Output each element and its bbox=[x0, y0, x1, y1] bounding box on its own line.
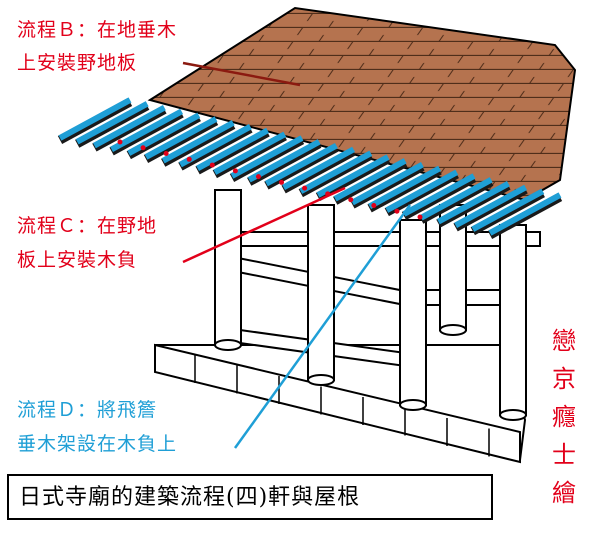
pillar-base bbox=[399, 399, 427, 411]
stone-base bbox=[154, 343, 527, 464]
kioi-beam-marker bbox=[348, 197, 354, 203]
rafter bbox=[454, 184, 528, 229]
step-d-label-line1: 流程Ｄ：將飛簷 bbox=[17, 399, 158, 421]
step-c-label-line2: 板上安裝木負 bbox=[17, 249, 138, 271]
rafter bbox=[127, 112, 201, 156]
leader-step-b bbox=[182, 61, 301, 87]
step-b-label-line2: 上安裝野地板 bbox=[17, 52, 138, 74]
flying-rafters bbox=[57, 97, 563, 239]
kioi-beam-marker bbox=[417, 214, 423, 220]
kioi-beam-marker bbox=[394, 208, 400, 214]
diagram-title: 日式寺廟的建築流程(四)軒與屋根 bbox=[19, 485, 361, 510]
rafter bbox=[230, 135, 304, 179]
kioi-beam-marker bbox=[232, 168, 238, 174]
pillar bbox=[399, 219, 427, 406]
rafter bbox=[419, 177, 493, 221]
pillars bbox=[214, 189, 527, 421]
stone-blocks bbox=[194, 355, 490, 457]
kioi-beam-marker bbox=[371, 202, 377, 208]
rafter bbox=[247, 139, 321, 183]
step-d-label-line2: 垂木架設在木負上 bbox=[17, 433, 178, 455]
kioi-beam-marker bbox=[279, 179, 285, 185]
pillar bbox=[499, 224, 527, 416]
rafter bbox=[488, 192, 562, 236]
kioi-beam-marker bbox=[140, 145, 146, 151]
rafter bbox=[213, 131, 287, 175]
step-c-label-line1: 流程Ｃ：在野地 bbox=[17, 215, 158, 237]
rafter bbox=[299, 150, 373, 194]
kioi-beam-marker bbox=[163, 151, 169, 157]
rafter bbox=[196, 127, 270, 172]
rafter bbox=[471, 188, 545, 232]
rafter bbox=[436, 180, 510, 225]
leader-step-d bbox=[233, 204, 412, 449]
pillar-base bbox=[307, 374, 335, 386]
rafter bbox=[161, 120, 235, 164]
step-b-label-line1: 流程Ｂ：在地垂木 bbox=[17, 19, 178, 41]
kioi-beam-marker bbox=[117, 139, 123, 145]
leader-step-c bbox=[182, 186, 346, 264]
rafter bbox=[58, 97, 132, 141]
rafter bbox=[110, 108, 184, 153]
kioi-beam-marker bbox=[209, 162, 215, 168]
rafter bbox=[385, 169, 459, 213]
rafter bbox=[282, 146, 356, 191]
kioi-beam-marker bbox=[255, 174, 261, 180]
rafter bbox=[92, 104, 166, 149]
rafter bbox=[316, 154, 390, 198]
rafter bbox=[75, 101, 149, 145]
rafter bbox=[368, 165, 442, 210]
rafter bbox=[333, 158, 407, 202]
rafter bbox=[350, 161, 424, 206]
leader-lines bbox=[182, 61, 412, 449]
pillar bbox=[307, 204, 335, 381]
pillar-base bbox=[214, 339, 242, 351]
rafter bbox=[402, 173, 476, 217]
author-signature: 戀京癮士繪 bbox=[552, 327, 576, 507]
kioi-beam-marker bbox=[302, 185, 308, 191]
rafter bbox=[178, 123, 252, 168]
pillar bbox=[214, 189, 242, 346]
rafter bbox=[144, 116, 218, 160]
kioi-beam-marker bbox=[186, 156, 192, 162]
pillar-base bbox=[499, 409, 527, 421]
title-box: 日式寺廟的建築流程(四)軒與屋根 bbox=[7, 474, 493, 520]
rafter bbox=[264, 142, 338, 187]
pillar-base bbox=[439, 324, 467, 336]
